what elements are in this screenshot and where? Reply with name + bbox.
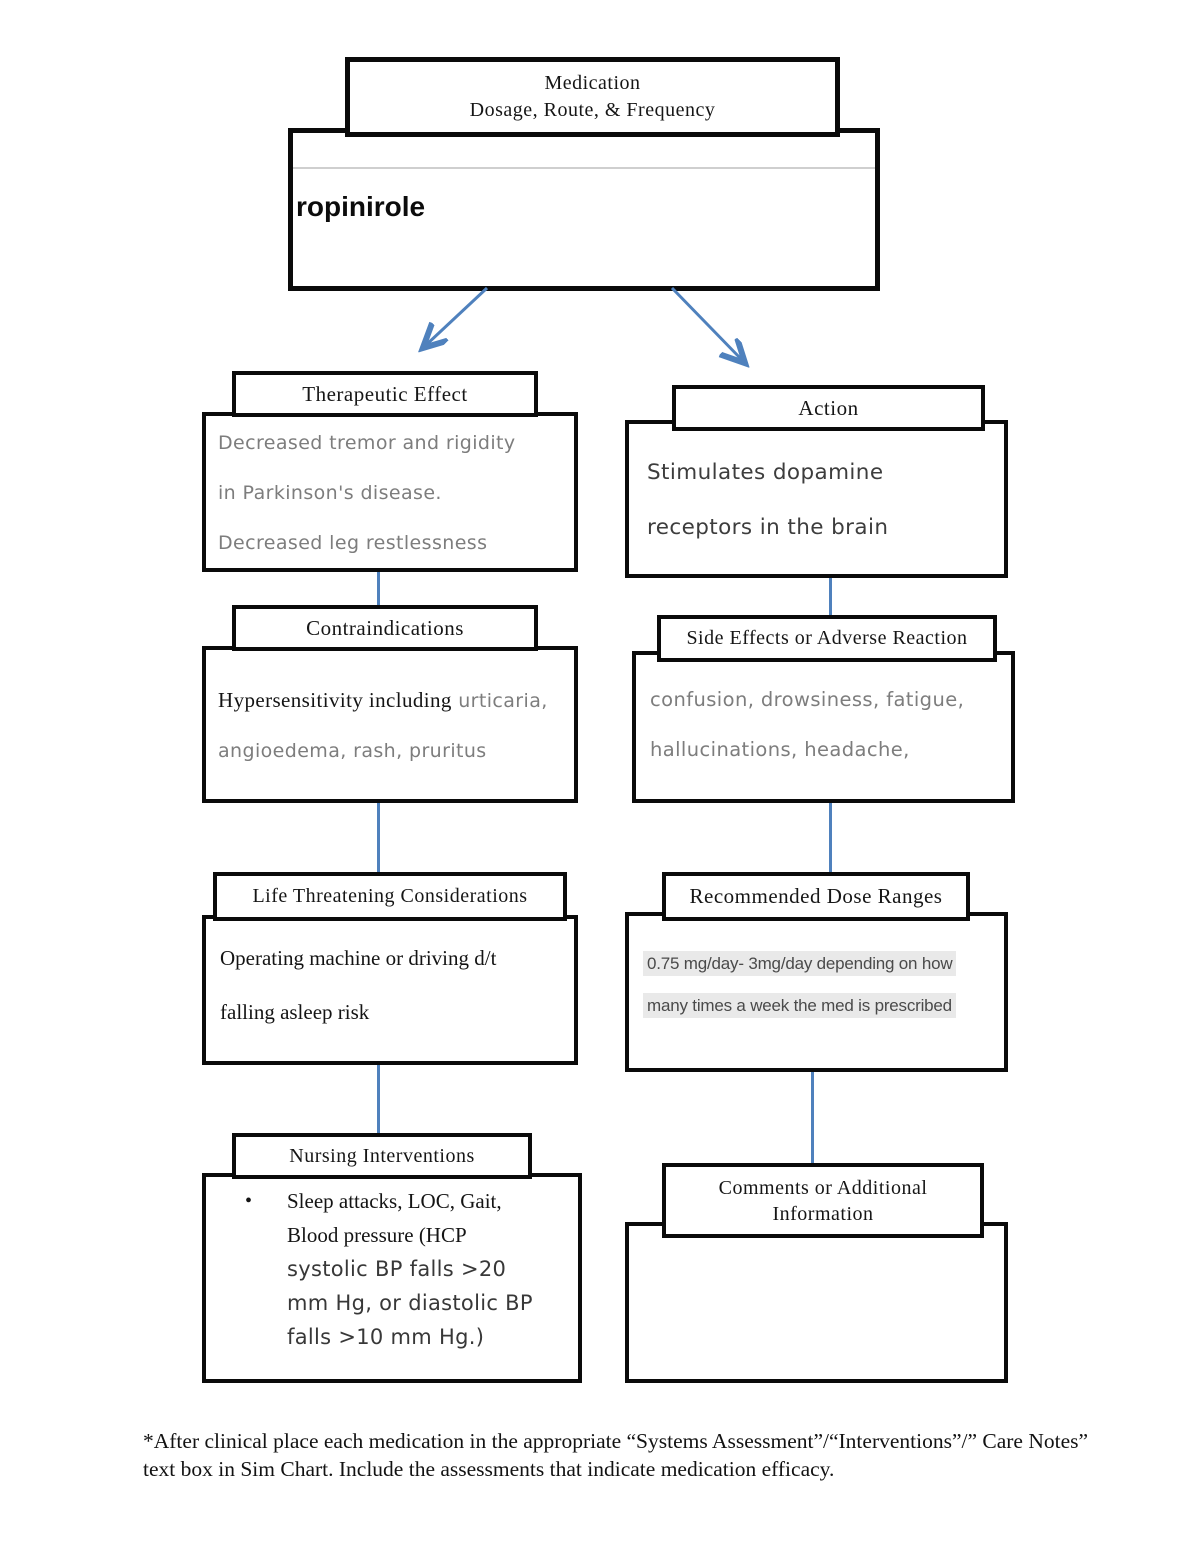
contraindications-text: Hypersensitivity including urticaria, an… <box>206 650 574 776</box>
text-line: systolic BP falls >20 <box>287 1257 507 1281</box>
text-line: Operating machine or driving d/t <box>220 946 497 970</box>
nursing-interventions-box: • Sleep attacks, LOC, Gait, Blood pressu… <box>202 1173 582 1383</box>
bullet-marker: • <box>244 1190 252 1212</box>
highlighted-text: many times a week the med is prescribed <box>643 993 956 1018</box>
text-line: confusion, drowsiness, fatigue, <box>650 688 965 711</box>
medication-header-line2: Dosage, Route, & Frequency <box>469 99 716 121</box>
bullet-item: • Sleep attacks, LOC, Gait, Blood pressu… <box>206 1184 572 1354</box>
comments-title: Comments or Additional Information <box>662 1163 984 1238</box>
arrow-right <box>670 286 743 361</box>
action-box: Stimulates dopamine receptors in the bra… <box>625 420 1008 578</box>
therapeutic-effect-box: Decreased tremor and rigidity in Parkins… <box>202 412 578 572</box>
therapeutic-effect-text: Decreased tremor and rigidity in Parkins… <box>206 416 574 568</box>
bullet-text: Sleep attacks, LOC, Gait, Blood pressure… <box>252 1184 533 1354</box>
text-line: Blood pressure (HCP <box>287 1223 467 1247</box>
text-segment-gray: urticaria, <box>451 690 548 712</box>
life-threatening-text: Operating machine or driving d/t falling… <box>206 919 574 1039</box>
life-threatening-title: Life Threatening Considerations <box>213 872 567 921</box>
divider-line <box>293 167 875 169</box>
side-effects-text: confusion, drowsiness, fatigue, hallucin… <box>636 655 1011 775</box>
life-threatening-box: Operating machine or driving d/t falling… <box>202 915 578 1065</box>
comments-title-text: Comments or Additional Information <box>719 1175 928 1227</box>
highlighted-text: 0.75 mg/day- 3mg/day depending on how <box>643 951 957 976</box>
comments-box <box>625 1222 1008 1383</box>
text-line: angioedema, rash, pruritus <box>218 740 487 762</box>
therapeutic-effect-title: Therapeutic Effect <box>232 371 538 417</box>
text-line: Hypersensitivity including urticaria, <box>218 675 568 726</box>
dose-ranges-text: 0.75 mg/day- 3mg/day depending on how ma… <box>629 916 1004 1027</box>
text-line: Sleep attacks, LOC, Gait, <box>287 1189 502 1213</box>
action-text: Stimulates dopamine receptors in the bra… <box>629 424 1004 555</box>
text-line: Stimulates dopamine <box>647 460 884 485</box>
connector-line <box>811 1070 814 1166</box>
medication-header-text: Medication Dosage, Route, & Frequency <box>470 70 716 124</box>
action-title: Action <box>672 385 985 431</box>
text-line: mm Hg, or diastolic BP <box>287 1291 533 1315</box>
text-line: 0.75 mg/day- 3mg/day depending on how <box>643 943 998 985</box>
medication-header-box: Medication Dosage, Route, & Frequency <box>345 57 840 137</box>
contraindications-box: Hypersensitivity including urticaria, an… <box>202 646 578 803</box>
text-line: receptors in the brain <box>647 515 889 540</box>
connector-line <box>829 801 832 875</box>
nursing-interventions-title: Nursing Interventions <box>232 1133 532 1179</box>
dose-ranges-title: Recommended Dose Ranges <box>662 872 970 921</box>
text-line: Decreased tremor and rigidity <box>218 432 516 454</box>
contraindications-title: Contraindications <box>232 605 538 651</box>
connector-line <box>377 570 380 608</box>
arrow-left <box>425 286 489 346</box>
text-line: in Parkinson's disease. <box>218 482 442 504</box>
text-line: many times a week the med is prescribed <box>643 985 998 1027</box>
dose-ranges-box: 0.75 mg/day- 3mg/day depending on how ma… <box>625 912 1008 1072</box>
side-effects-title: Side Effects or Adverse Reaction <box>657 615 997 662</box>
text-line: Comments or Additional <box>718 1176 928 1199</box>
text-line: falling asleep risk <box>220 1000 370 1024</box>
connector-line <box>377 1063 380 1136</box>
connector-arrows <box>280 286 840 377</box>
side-effects-box: confusion, drowsiness, fatigue, hallucin… <box>632 651 1015 803</box>
connector-line <box>829 576 832 618</box>
text-line: hallucinations, headache, <box>650 738 910 761</box>
medication-name: ropinirole <box>296 191 426 222</box>
text-line: falls >10 mm Hg.) <box>287 1325 485 1349</box>
connector-line <box>377 801 380 875</box>
footnote: *After clinical place each medication in… <box>143 1429 1089 1481</box>
medication-header-line1: Medication <box>544 72 641 94</box>
text-line: Decreased leg restlessness <box>218 532 488 554</box>
nursing-interventions-text: • Sleep attacks, LOC, Gait, Blood pressu… <box>206 1177 578 1354</box>
text-segment-serif: Hypersensitivity including <box>218 688 452 712</box>
text-line: Information <box>772 1202 874 1225</box>
medication-name-box: ropinirole <box>288 128 880 291</box>
